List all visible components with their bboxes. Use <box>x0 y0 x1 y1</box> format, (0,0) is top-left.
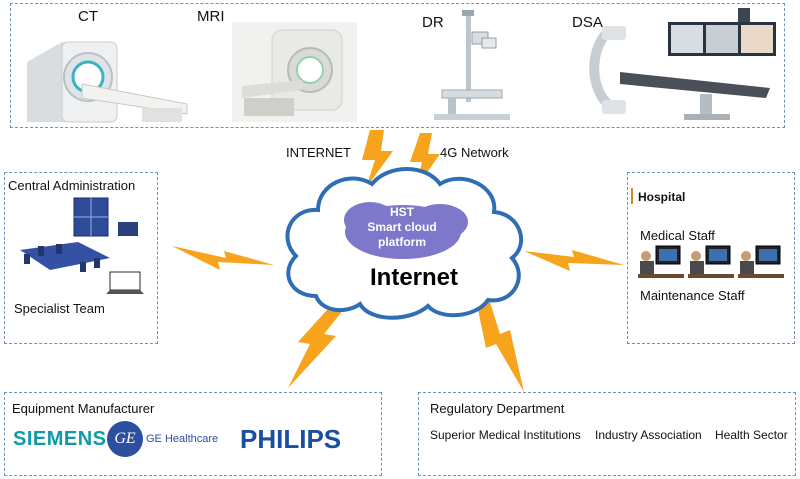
maintenance-staff-label: Maintenance Staff <box>640 288 745 303</box>
mri-machine-image <box>232 22 357 122</box>
meeting-room-image <box>20 197 144 294</box>
hospital-title: Hospital <box>638 190 686 204</box>
workstation-icon <box>638 245 784 278</box>
equipment-panel <box>10 3 785 128</box>
ge-logo-icon: GE <box>107 421 143 457</box>
hospital-panel <box>627 172 795 344</box>
hospital-title-marker <box>631 188 633 204</box>
mri-label: MRI <box>197 8 225 25</box>
cloud-inner-line-3: platform <box>378 235 426 249</box>
ct-scanner-image <box>27 41 188 123</box>
4g-network-label: 4G Network <box>440 145 509 160</box>
siemens-logo: SIEMENS <box>13 428 107 450</box>
dsa-system-image <box>589 8 776 120</box>
regulatory-panel <box>418 392 796 476</box>
medical-staff-label: Medical Staff <box>640 228 715 243</box>
manufacturer-title: Equipment Manufacturer <box>12 401 155 416</box>
regulatory-item-superior: Superior Medical Institutions <box>430 428 581 442</box>
regulatory-item-industry: Industry Association <box>595 428 702 442</box>
dr-label: DR <box>422 14 444 31</box>
cloud-inner-line-1: HST <box>390 205 414 219</box>
dsa-label: DSA <box>572 14 603 31</box>
ct-label: CT <box>78 8 98 25</box>
ge-healthcare-text: GE Healthcare <box>146 433 219 445</box>
cloud-inner-line-2: Smart cloud <box>367 220 437 234</box>
central-admin-title: Central Administration <box>8 178 136 193</box>
specialist-team-label: Specialist Team <box>14 301 105 316</box>
cloud-main-label: Internet <box>369 264 459 291</box>
philips-logo: PHILIPS <box>240 424 342 454</box>
manufacturer-panel <box>4 392 382 476</box>
internet-link-label: INTERNET <box>286 145 351 160</box>
central-admin-panel <box>4 172 158 344</box>
regulatory-item-health: Health Sector <box>715 428 788 442</box>
dr-system-image <box>434 10 510 120</box>
regulatory-title: Regulatory Department <box>430 401 565 416</box>
